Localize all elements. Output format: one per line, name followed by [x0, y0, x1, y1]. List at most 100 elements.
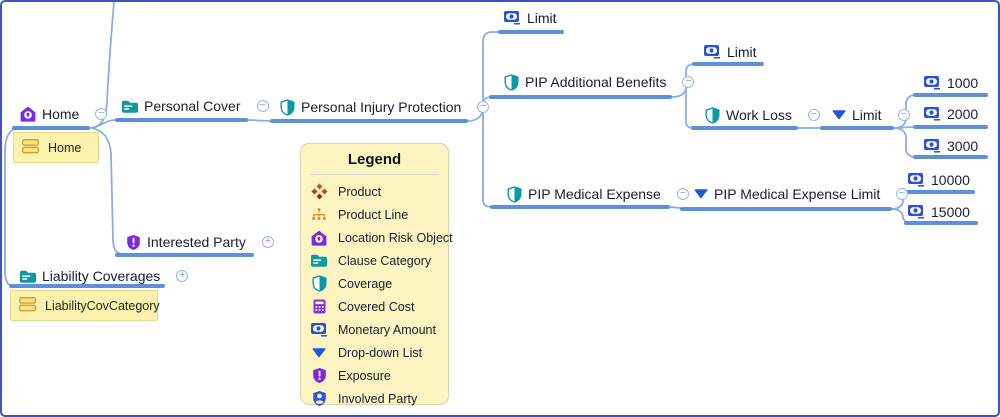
node-label: Personal Injury Protection — [301, 99, 462, 115]
category-box-label: Home — [48, 140, 82, 155]
involved-party-icon — [310, 390, 328, 407]
category-card-icon — [19, 296, 36, 315]
legend-item-label: Product Line — [338, 207, 409, 222]
node-underline-pab-limit — [692, 62, 764, 66]
node-underline-value-1000 — [913, 93, 988, 97]
node-underline-liability-coverages — [9, 284, 165, 288]
node-underline-pip-additional-benefits — [489, 95, 672, 99]
node-label: Work Loss — [726, 107, 792, 123]
node-pip-additional-benefits[interactable]: PIP Additional Benefits − — [504, 71, 695, 93]
collapse-button[interactable]: − — [682, 76, 695, 88]
node-pip-medical-expense-limit[interactable]: PIP Medical Expense Limit − — [694, 183, 909, 205]
clause-category-icon — [122, 100, 138, 113]
node-label: Limit — [852, 107, 882, 123]
legend-item-label: Clause Category — [338, 253, 432, 268]
collapse-button[interactable]: − — [95, 108, 108, 120]
expand-button[interactable]: + — [261, 236, 274, 248]
node-underline-personal-cover — [115, 118, 248, 122]
collapse-button[interactable]: − — [807, 109, 820, 121]
legend-item-covered-cost: Covered Cost — [301, 295, 448, 318]
node-value-10000[interactable]: 10000 — [908, 169, 970, 191]
tree-edge — [893, 127, 916, 158]
legend-item-label: Coverage — [338, 276, 393, 291]
legend-item-label: Drop-down List — [338, 345, 423, 360]
node-underline-value-3000 — [913, 155, 988, 159]
monetary-amount-icon — [908, 173, 925, 187]
coverage-icon — [504, 73, 519, 91]
node-home[interactable]: Home − — [20, 103, 108, 125]
tree-edge — [247, 119, 271, 122]
node-underline-value-2000 — [913, 125, 988, 129]
node-pip-medical-expense[interactable]: PIP Medical Expense − — [507, 183, 689, 205]
legend-divider — [310, 174, 439, 175]
location-risk-object-icon — [310, 230, 328, 246]
collapse-button[interactable]: − — [477, 101, 490, 113]
node-underline-pip-limit — [498, 30, 564, 34]
legend-item-label: Covered Cost — [338, 299, 415, 314]
node-label: PIP Additional Benefits — [525, 74, 667, 90]
node-underline-work-loss — [691, 126, 798, 130]
node-label: Personal Cover — [144, 98, 241, 114]
expand-button[interactable]: + — [176, 270, 189, 282]
monetary-amount-icon — [924, 139, 941, 153]
node-interested-party[interactable]: Interested Party + — [126, 231, 274, 253]
node-pab-limit[interactable]: Limit — [704, 41, 757, 63]
collapse-button[interactable]: − — [897, 109, 910, 121]
node-underline-pip-medical-expense-limit — [680, 207, 892, 211]
collapse-button[interactable]: − — [256, 100, 269, 112]
category-box-label: LiabilityCovCategory — [45, 298, 160, 313]
node-value-1000[interactable]: 1000 — [924, 72, 978, 94]
monetary-amount-icon — [504, 11, 521, 25]
drop-down-list-icon — [832, 110, 846, 120]
exposure-icon — [126, 234, 141, 251]
legend-title: Legend — [347, 151, 402, 168]
node-liability-coverages[interactable]: Liability Coverages + — [20, 265, 189, 287]
drop-down-list-icon — [694, 189, 708, 199]
tree-edge — [669, 206, 681, 209]
exposure-icon — [310, 367, 328, 384]
node-pip-limit[interactable]: Limit — [504, 7, 557, 29]
legend-panel: Legend Product Product Line Location Ris… — [300, 143, 453, 407]
coverage-icon — [705, 106, 720, 124]
node-label: 2000 — [947, 106, 979, 122]
node-underline-home — [12, 126, 90, 130]
category-box-liabilitycovcategory[interactable]: LiabilityCovCategory — [10, 290, 160, 321]
node-label: Interested Party — [147, 234, 246, 250]
legend-item-coverage: Coverage — [301, 272, 448, 295]
node-label: Limit — [727, 44, 757, 60]
node-value-15000[interactable]: 15000 — [908, 201, 970, 223]
legend-item-product: Product — [301, 180, 448, 203]
node-value-3000[interactable]: 3000 — [924, 135, 978, 157]
node-underline-value-15000 — [904, 221, 978, 225]
location-risk-object-icon — [20, 106, 36, 122]
node-label: 10000 — [931, 172, 970, 188]
node-value-2000[interactable]: 2000 — [924, 103, 978, 125]
node-work-loss[interactable]: Work Loss − — [705, 104, 820, 126]
node-label: Home — [42, 106, 80, 122]
legend-item-drop-down-list: Drop-down List — [301, 341, 448, 364]
category-box-home[interactable]: Home — [13, 132, 99, 163]
legend-item-label: Exposure — [338, 368, 391, 383]
collapse-button[interactable]: − — [896, 188, 909, 200]
node-label: Liability Coverages — [42, 268, 161, 284]
coverage-icon — [310, 275, 328, 292]
node-label: 15000 — [931, 204, 970, 220]
clause-category-icon — [20, 270, 36, 283]
legend-item-location-risk-object: Location Risk Object — [301, 226, 453, 249]
monetary-amount-icon — [924, 76, 941, 90]
monetary-amount-icon — [908, 205, 925, 219]
node-label: PIP Medical Expense Limit — [714, 186, 881, 202]
monetary-amount-icon — [924, 107, 941, 121]
monetary-amount-icon — [310, 322, 328, 337]
tree-edge — [685, 86, 695, 129]
collapse-button[interactable]: − — [676, 188, 689, 200]
node-work-loss-limit[interactable]: Limit − — [832, 104, 910, 126]
tree-edge — [4, 129, 14, 287]
product-line-icon — [310, 208, 328, 221]
node-personal-cover[interactable]: Personal Cover − — [122, 95, 269, 117]
clause-category-icon — [310, 254, 328, 267]
node-personal-injury-protection[interactable]: Personal Injury Protection − — [280, 96, 490, 118]
legend-item-label: Monetary Amount — [338, 322, 436, 337]
product-icon — [310, 183, 328, 200]
